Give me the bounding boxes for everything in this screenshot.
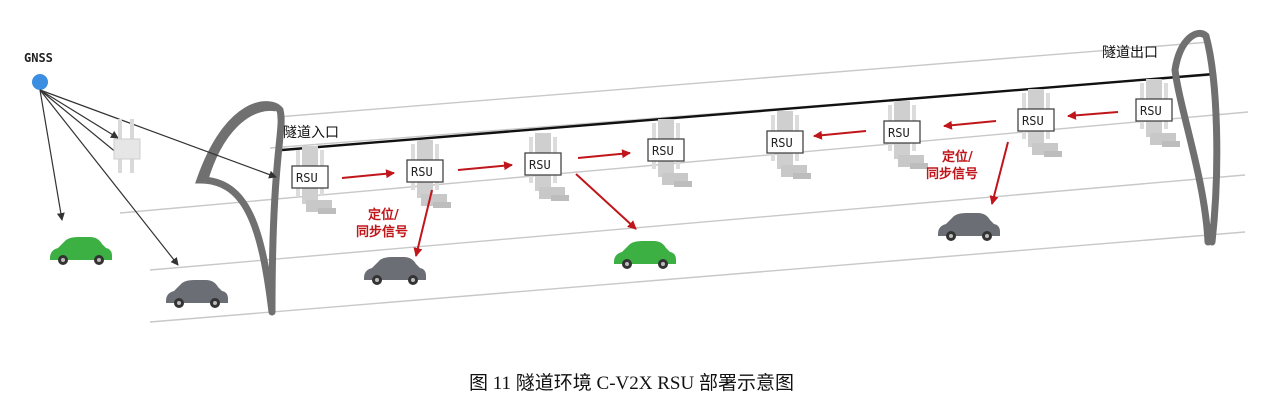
- gnss-label: GNSS: [24, 51, 53, 65]
- svg-text:RSU: RSU: [771, 136, 793, 150]
- tunnel-entrance-label: 隧道入口: [283, 125, 339, 141]
- svg-text:RSU: RSU: [652, 144, 674, 158]
- svg-text:RSU: RSU: [888, 126, 910, 140]
- svg-text:RSU: RSU: [411, 165, 433, 179]
- rsu-unit: RSU: [524, 133, 569, 201]
- figure-caption: 图 11 隧道环境 C-V2X RSU 部署示意图: [469, 373, 794, 394]
- car-green-icon: [614, 241, 676, 269]
- tunnel-exit-arch: [1171, 29, 1221, 246]
- rsu-unit: RSU: [766, 111, 811, 179]
- rsu-unit: RSU: [1017, 89, 1062, 157]
- svg-text:RSU: RSU: [529, 158, 551, 172]
- svg-text:RSU: RSU: [1140, 104, 1162, 118]
- rsu-unit: RSU: [883, 101, 928, 169]
- signal-label: 定位/ 同步信号: [926, 149, 978, 182]
- car-gray-icon: [166, 280, 228, 308]
- gnss-satellite-icon: [32, 74, 48, 90]
- rsu-unit: RSU: [291, 146, 336, 214]
- signal-label: 定位/ 同步信号: [356, 207, 408, 240]
- car-green-icon: [50, 237, 112, 265]
- rsu-unit: RSU: [647, 119, 692, 187]
- tunnel-entrance-arch: [195, 101, 285, 316]
- relay-arrows: [341, 110, 1119, 257]
- tunnel-ceiling-line: [281, 72, 1215, 152]
- outdoor-antenna-icon: [113, 119, 141, 173]
- rsu-unit: RSU: [406, 140, 451, 208]
- rsu-unit: RSU: [1135, 79, 1180, 147]
- tunnel-exit-label: 隧道出口: [1102, 45, 1158, 61]
- gnss-signal-lines: [39, 89, 277, 266]
- car-gray-icon: [364, 257, 426, 285]
- svg-text:RSU: RSU: [1022, 114, 1044, 128]
- car-gray-icon: [938, 213, 1000, 241]
- svg-text:RSU: RSU: [296, 171, 318, 185]
